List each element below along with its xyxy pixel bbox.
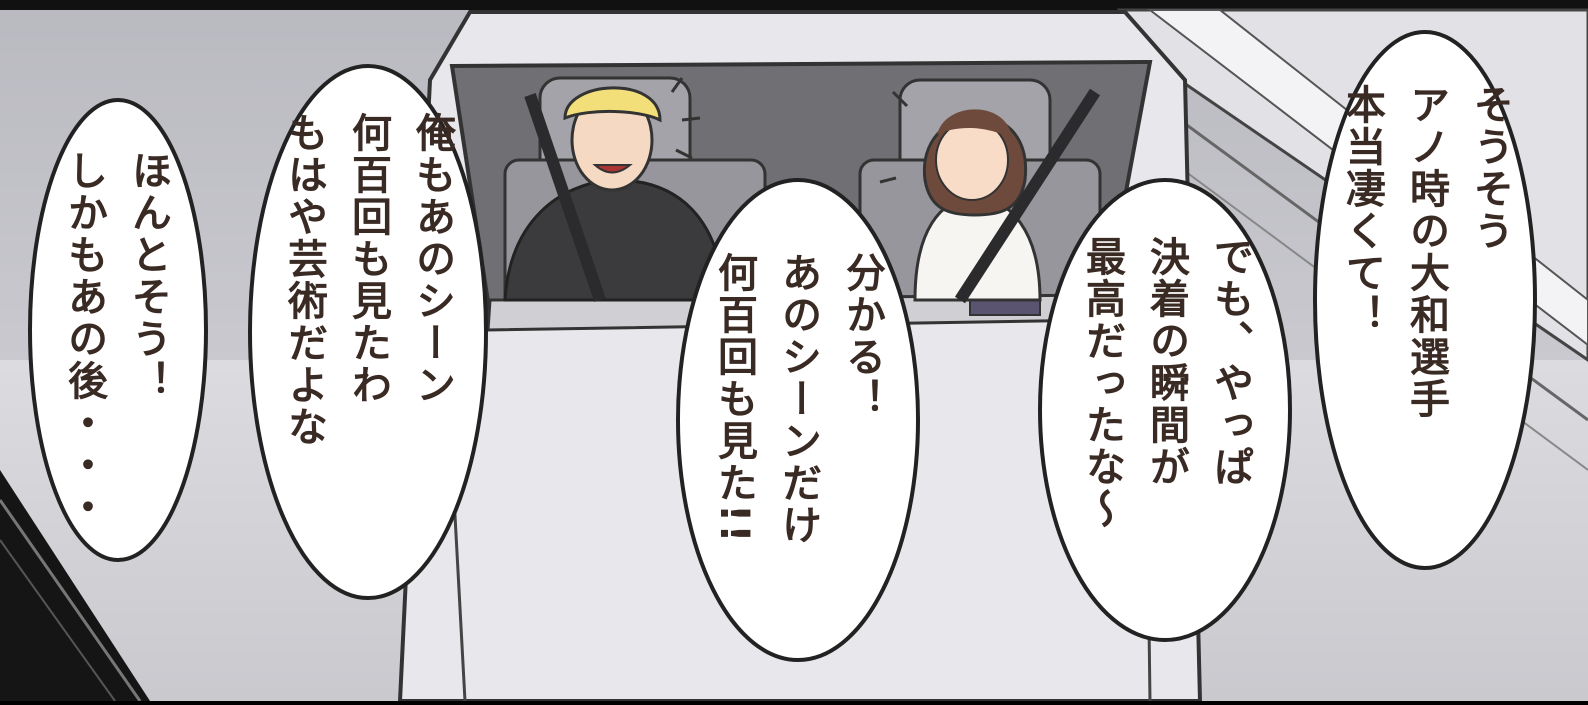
bubble-5-line-1: そうそう <box>1467 84 1513 252</box>
speech-bubbles <box>28 30 1537 662</box>
bubble-3-line-3: 何百回も見た!! <box>711 252 757 545</box>
left-dark-edge <box>0 470 150 701</box>
bubble-3-text: 分かる！ あのシーンだけ 何百回も見た!! <box>702 252 894 546</box>
bubble-4-text: でも、やっぱ 決着の瞬間が 最高だったな～ <box>1070 236 1262 530</box>
bubble-4-line-1: でも、やっぱ <box>1207 236 1253 488</box>
bubble-2-line-3: もはや芸術だよな <box>281 112 327 448</box>
bubble-3-line-1: 分かる！ <box>839 252 885 420</box>
bubble-2-line-2: 何百回も見たわ <box>345 112 391 406</box>
top-border <box>0 0 1588 10</box>
bubble-3-shape <box>676 178 920 662</box>
bubble-4-line-3: 最高だったな～ <box>1079 236 1125 530</box>
bubble-5-text: そうそう アノ時の大和選手 本当凄くて！ <box>1330 84 1522 420</box>
bubble-4-line-2: 決着の瞬間が <box>1143 236 1189 488</box>
bubble-1-line-1: ほんとそう！ <box>125 150 171 402</box>
bubble-3-line-2: あのシーンだけ <box>775 252 821 546</box>
woman-character <box>879 88 1101 304</box>
bubble-4-shape <box>1038 178 1292 642</box>
bubble-5-line-2: アノ時の大和選手 <box>1403 84 1449 420</box>
bubble-1-shape <box>28 98 208 562</box>
bubble-2-line-1: 俺もあのシーン <box>409 112 455 406</box>
bubble-5-line-3: 本当凄くて！ <box>1339 84 1385 336</box>
bubble-1-line-2: しかもあの後・・・ <box>61 150 107 528</box>
man-character <box>503 77 727 302</box>
bubble-1-text: ほんとそう！ しかもあの後・・・ <box>52 150 180 528</box>
bubble-2-text: 俺もあのシーン 何百回も見たわ もはや芸術だよな <box>272 112 464 448</box>
bubble-2-shape <box>248 64 488 600</box>
bubble-5-shape <box>1313 30 1537 570</box>
